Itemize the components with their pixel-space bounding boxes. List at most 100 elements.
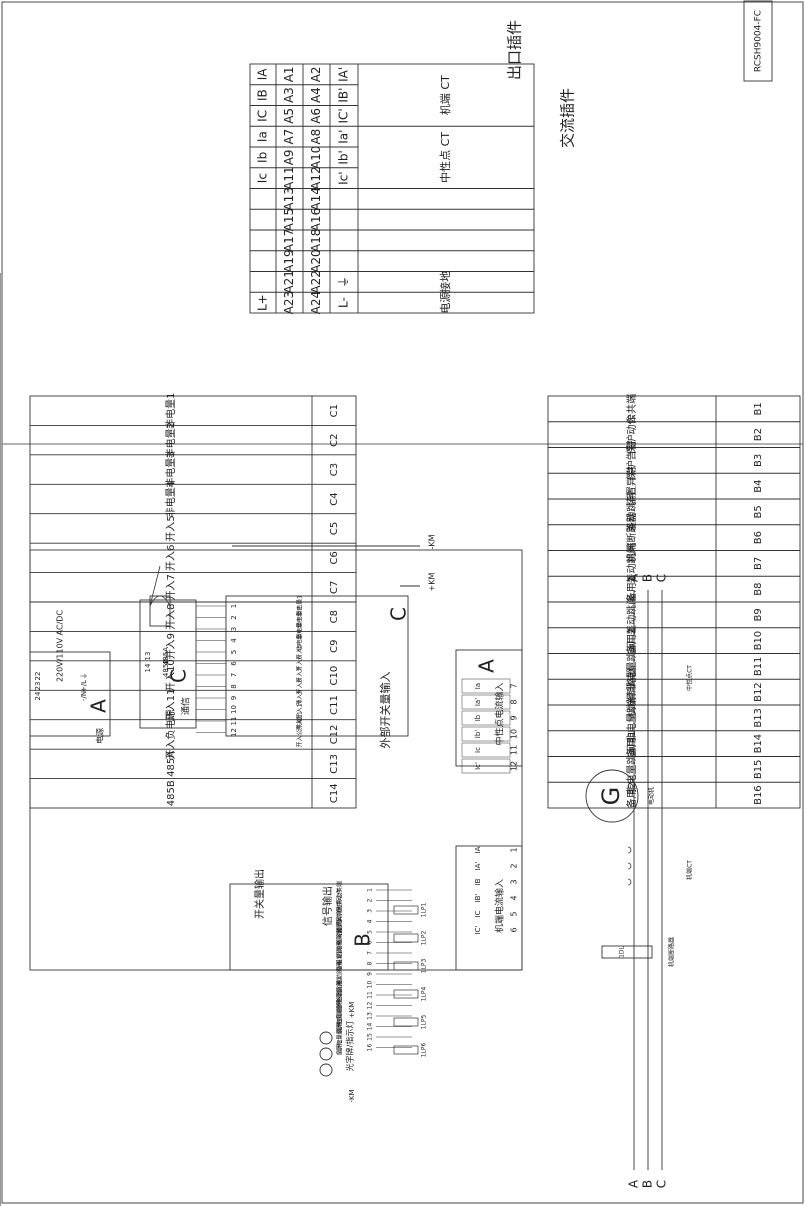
term-ct-coil-1: [627, 862, 632, 870]
breaker-label: 机端断路器: [668, 937, 676, 967]
block-b-pin-9: 9: [367, 972, 374, 976]
block-a-sig-2: Ib: [474, 714, 482, 721]
block-b-sig-6: 差动跳闸: [336, 941, 344, 965]
ac-cell-2-2: A6: [309, 108, 323, 124]
block-a2-pin-2: 2: [510, 863, 519, 868]
out-b-code-13: B14: [753, 734, 764, 754]
block-c-sig-5: 开入6: [297, 655, 304, 671]
ac-group-label-10: 接地: [439, 271, 452, 293]
out-c-code-0: C1: [329, 404, 340, 417]
lp-label-2: 1LP3: [421, 959, 428, 974]
out-b-name-13: 备用1: [625, 730, 638, 756]
ac-cell-11-2: A24: [309, 291, 323, 314]
neutral-ct-coil-1: [627, 698, 632, 706]
block-a-pin-cell-12: [461, 758, 511, 774]
out-b-name-3: 装置异常: [625, 466, 638, 506]
block-b-sig-2: 保护告警: [336, 899, 344, 923]
block-a2-sig-1: IA': [474, 862, 482, 871]
block-c-sig-0: 非电量1: [296, 595, 304, 617]
ac-cell-9-2: A20: [309, 249, 323, 272]
out-b-code-9: B10: [753, 631, 764, 651]
ac-cell-0-0: IA: [256, 68, 270, 81]
lp-label-5: 1LP6: [421, 1043, 428, 1058]
out-b-code-10: B11: [753, 657, 764, 677]
out-c-code-11: C12: [329, 725, 340, 745]
block-a2-pin-3: 3: [510, 879, 519, 884]
out-c-name-4: 开入5: [166, 515, 177, 541]
block-c-pin-8: 8: [230, 684, 238, 688]
out-c-code-1: C2: [329, 433, 340, 446]
ac-cell-1-3: IB': [337, 88, 351, 103]
block-c-sig-7: 开入8: [297, 678, 304, 694]
ac-cell-3-0: Ia: [256, 131, 270, 142]
block-c-sig-8: 开入9: [297, 690, 304, 706]
block-a-frame: [455, 649, 523, 767]
out-b-name-4: 差动跳闸: [625, 492, 638, 532]
block-p-frame: [29, 651, 111, 737]
out-b-code-1: B2: [753, 428, 764, 441]
out-c-name-12: 485A: [166, 751, 177, 777]
model-label: RCSH9004-FC: [754, 10, 764, 72]
block-b-pin-5: 5: [367, 930, 374, 934]
block-b-pin-2: 2: [367, 898, 374, 902]
block-a-pin-8: 8: [510, 699, 519, 704]
block-c-pin-11: 11: [230, 717, 238, 726]
block-p-sig-0: ⏚: [80, 673, 88, 680]
out-c-code-2: C3: [329, 463, 340, 476]
ac-cell-2-3: IC': [337, 108, 351, 123]
block-b-pin-1: 1: [367, 888, 374, 892]
ac-cell-3-2: A8: [309, 129, 323, 145]
phase-bot-B: B: [641, 1180, 655, 1188]
out-b-name-15: 备用2: [625, 782, 638, 808]
term-ct-label: 机端CT: [686, 860, 694, 880]
block-c-letter: C: [387, 607, 411, 621]
block-c-sig-10: 开入11: [297, 711, 304, 731]
out-b-code-12: B13: [753, 708, 764, 728]
supply-label: 220V/110V AC/DC: [56, 610, 65, 682]
block-b-pin-12: 12: [367, 1002, 374, 1010]
block-a2-pin-1: 1: [510, 847, 519, 852]
out-c-code-10: C11: [329, 695, 340, 715]
breaker-box: [601, 945, 653, 959]
out-c-code-9: C10: [329, 666, 340, 686]
block-c2-pin-14: 14: [144, 663, 152, 672]
block-c-sig-4: 开入5: [297, 644, 304, 660]
block-a2-pin-6: 6: [510, 927, 519, 932]
block-a-pin-cell-7: [461, 678, 511, 694]
ac-cell-0-2: A2: [309, 66, 323, 82]
block-c2-sig-1: 485B: [162, 659, 170, 677]
km-pos2-label: +KM: [348, 1002, 356, 1019]
block-a-pin-10: 10: [510, 729, 519, 739]
block-b-pin-11: 11: [367, 991, 374, 999]
block-p-pin-23: 23: [34, 682, 42, 691]
ac-group-label-3: 中性点 CT: [438, 132, 452, 183]
block-b-sig-4: 差动跳闸: [336, 920, 344, 944]
block-a2-sig-3: IB': [474, 894, 482, 903]
out-c-name-5: 开入6: [166, 545, 177, 571]
breaker-code: 1DL: [619, 945, 626, 957]
out-b-name-6: 差动跳闸: [625, 543, 638, 583]
out-c-name-3: 非电量4: [164, 481, 177, 517]
out-b-name-0: 公共端: [625, 394, 638, 424]
ac-cell-5-1: A11: [282, 166, 296, 189]
km-neg-label: -KM: [428, 534, 437, 549]
out-c-name-7: 开入8: [166, 604, 177, 630]
generator-symbol: G: [597, 787, 625, 806]
lp-plate-2: [393, 961, 419, 971]
block-b-letter: B: [351, 933, 375, 947]
block-a2-title: 机端电流输入: [494, 879, 506, 933]
comm-cable-shield: [149, 595, 171, 627]
block-b-pin-10: 10: [367, 981, 374, 989]
lamp-2: [319, 1063, 333, 1077]
phase-top-B: B: [641, 574, 655, 582]
block-b-sub2: 开关量输出: [253, 869, 266, 919]
ac-cell-9-1: A19: [282, 249, 296, 272]
lp-plate-5: [393, 1045, 419, 1055]
block-c-sig-1: 非电量2: [296, 606, 304, 628]
block-a2-sig-0: IA: [474, 846, 482, 853]
block-a-pin-11: 11: [510, 745, 519, 755]
out-b-code-3: B4: [753, 480, 764, 493]
